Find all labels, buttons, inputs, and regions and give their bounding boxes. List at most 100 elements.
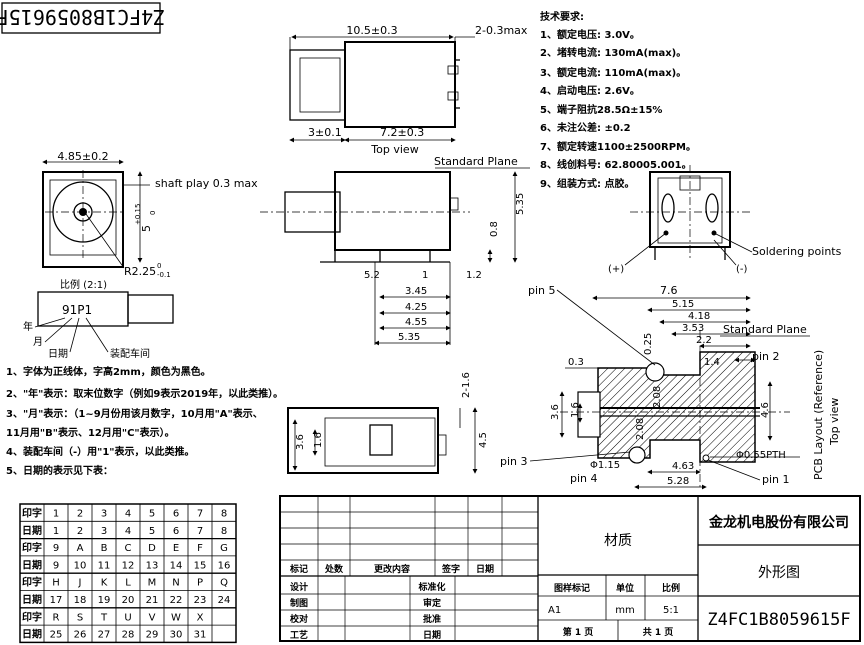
date-table-cell: 29 bbox=[146, 630, 159, 641]
date-table-cell: 5 bbox=[149, 526, 155, 537]
date-table-cell: 13 bbox=[146, 560, 159, 571]
date-table-cell: 18 bbox=[74, 595, 87, 606]
date-table-row-header: 日期 bbox=[22, 558, 42, 571]
stage-header: 图样标记 bbox=[554, 582, 590, 594]
date-table-cell: 3 bbox=[101, 509, 107, 520]
terminal-minus: (-) bbox=[736, 264, 748, 275]
spec-item-3: 3、额定电流: 110mA(max)。 bbox=[540, 66, 686, 79]
front-height-dim: 5 bbox=[140, 225, 153, 232]
spec-item-8: 8、线创料号: 62.80005.001。 bbox=[540, 158, 692, 171]
date-table-cell: D bbox=[148, 543, 156, 554]
pcb-dim-16: 1.6 bbox=[570, 402, 581, 418]
revision-header: 签字 bbox=[441, 563, 460, 575]
date-table-cell: 22 bbox=[170, 595, 183, 606]
spec-item-6: 6、未注公差: ±0.2 bbox=[540, 121, 631, 134]
marking-year: 年 bbox=[23, 320, 33, 333]
note-1: 1、字体为正线体，字高2mm，颜色为黑色。 bbox=[6, 365, 211, 378]
date-table-cell: U bbox=[124, 612, 131, 623]
bottom-dim-45: 4.5 bbox=[478, 432, 489, 448]
date-table-cell: 8 bbox=[221, 526, 227, 537]
date-table-cell: G bbox=[220, 543, 228, 554]
date-table-cell: 23 bbox=[194, 595, 207, 606]
soldering-points-label: Soldering points bbox=[752, 245, 842, 258]
date-table-cell: 11 bbox=[98, 560, 111, 571]
date-table-row-header: 印字 bbox=[22, 576, 42, 589]
scale-header: 比例 bbox=[662, 582, 680, 594]
date-table-cell: X bbox=[197, 612, 204, 623]
date-table-cell: S bbox=[77, 612, 83, 623]
pcb-dim-353: 3.53 bbox=[682, 323, 704, 334]
marking-scale: 比例 (2:1) bbox=[60, 278, 107, 291]
top-length-dim: 10.5±0.3 bbox=[346, 24, 397, 37]
drawing-code-rotated: Z4FC1B8059615F bbox=[0, 5, 165, 29]
front-height-tol-top: +0.15 bbox=[134, 204, 142, 225]
pin4-label: pin 4 bbox=[570, 472, 598, 485]
stage-value: A1 bbox=[548, 605, 561, 616]
date-table-cell: F bbox=[197, 543, 203, 554]
pcb-dim-36: 3.6 bbox=[550, 404, 561, 420]
side-dim-12: 1.2 bbox=[466, 270, 482, 281]
approval-mid-label: 批准 bbox=[423, 613, 441, 625]
material-label: 材质 bbox=[604, 533, 632, 549]
pcb-layout: 7.6 5.15 4.18 3.53 2.2 1.4 Standard Plan… bbox=[500, 284, 841, 490]
unit-value: mm bbox=[615, 605, 634, 616]
date-table-cell: P bbox=[197, 578, 203, 589]
date-table-cell: 26 bbox=[74, 630, 87, 641]
side-dim-08: 0.8 bbox=[489, 221, 500, 237]
title-block: 材质 金龙机电股份有限公司 外形图 Z4FC1B8059615F 图样标记 A1… bbox=[279, 495, 861, 642]
date-table-row-header: 印字 bbox=[22, 610, 42, 623]
marking-line: 装配车间 bbox=[110, 347, 150, 360]
spec-item-9: 9、组装方式: 点胶。 bbox=[540, 177, 634, 190]
date-table-row-header: 印字 bbox=[22, 507, 42, 520]
side-dim-52: 5.2 bbox=[364, 270, 380, 281]
revision-header: 日期 bbox=[476, 563, 494, 575]
front-radius-tol-bot: -0.1 bbox=[157, 271, 171, 279]
date-table-cell: 21 bbox=[146, 595, 159, 606]
note-4: 4、装配车间（-）用"1"表示，以此类推。 bbox=[6, 445, 195, 458]
drawing-code-box: Z4FC1B8059615F bbox=[0, 2, 165, 34]
pcb-standard-plane: Standard Plane bbox=[723, 323, 807, 336]
date-table-row-header: 印字 bbox=[22, 541, 42, 554]
date-table-cell: W bbox=[171, 612, 181, 623]
side-dim-1: 1 bbox=[422, 270, 428, 281]
pcb-dim-418: 4.18 bbox=[688, 311, 710, 322]
side-dim-425: 4.25 bbox=[405, 302, 427, 313]
date-table-cell: 3 bbox=[101, 526, 107, 537]
date-table-cell: 27 bbox=[98, 630, 111, 641]
pcb-dim-055: Φ0.55PTH bbox=[736, 450, 786, 461]
date-table-cell: N bbox=[172, 578, 179, 589]
side-dim-345: 3.45 bbox=[405, 286, 427, 297]
revision-header: 标记 bbox=[289, 563, 308, 575]
date-table-cell: M bbox=[148, 578, 157, 589]
top-shaft-dim: 2-0.3max bbox=[475, 24, 528, 37]
pcb-dim-208b: 2.08 bbox=[635, 418, 646, 440]
pcb-dim-76: 7.6 bbox=[660, 284, 678, 297]
pin2-label: pin 2 bbox=[752, 350, 780, 363]
date-table-cell: 28 bbox=[122, 630, 135, 641]
date-table-cell: 15 bbox=[194, 560, 207, 571]
approval-mid-label: 日期 bbox=[423, 629, 441, 641]
pcb-side-label2: Top view bbox=[828, 398, 841, 446]
bottom-dim-16: 1.6 bbox=[313, 432, 324, 448]
side-dim-535: 5.35 bbox=[398, 332, 420, 343]
side-standard-plane: Standard Plane bbox=[434, 155, 518, 168]
approval-mid-label: 审定 bbox=[423, 597, 442, 609]
company-name: 金龙机电股份有限公司 bbox=[708, 514, 849, 531]
approval-left-label: 制图 bbox=[290, 597, 308, 609]
date-table-cell: 16 bbox=[218, 560, 231, 571]
note-2: 2、"年"表示：取末位数字（例如9表示2019年，以此类推）。 bbox=[6, 387, 283, 400]
bottom-dim-36: 3.6 bbox=[295, 434, 306, 450]
date-table-cell: 19 bbox=[98, 595, 111, 606]
approval-left-label: 校对 bbox=[290, 613, 308, 625]
top-view-caption: Top view bbox=[370, 143, 418, 156]
revision-header: 处数 bbox=[324, 563, 344, 575]
marking-date: 日期 bbox=[48, 348, 68, 360]
date-table-cell: Q bbox=[220, 578, 228, 589]
marking-month: 月 bbox=[33, 336, 43, 348]
top-view: 10.5±0.3 2-0.3max 3±0.1 7.2±0.3 Top view bbox=[289, 24, 528, 156]
pcb-dim-14: 1.4 bbox=[704, 357, 720, 368]
approval-left-label: 工艺 bbox=[290, 629, 308, 641]
date-table-cell: H bbox=[52, 578, 60, 589]
date-table-cell: 14 bbox=[170, 560, 183, 571]
